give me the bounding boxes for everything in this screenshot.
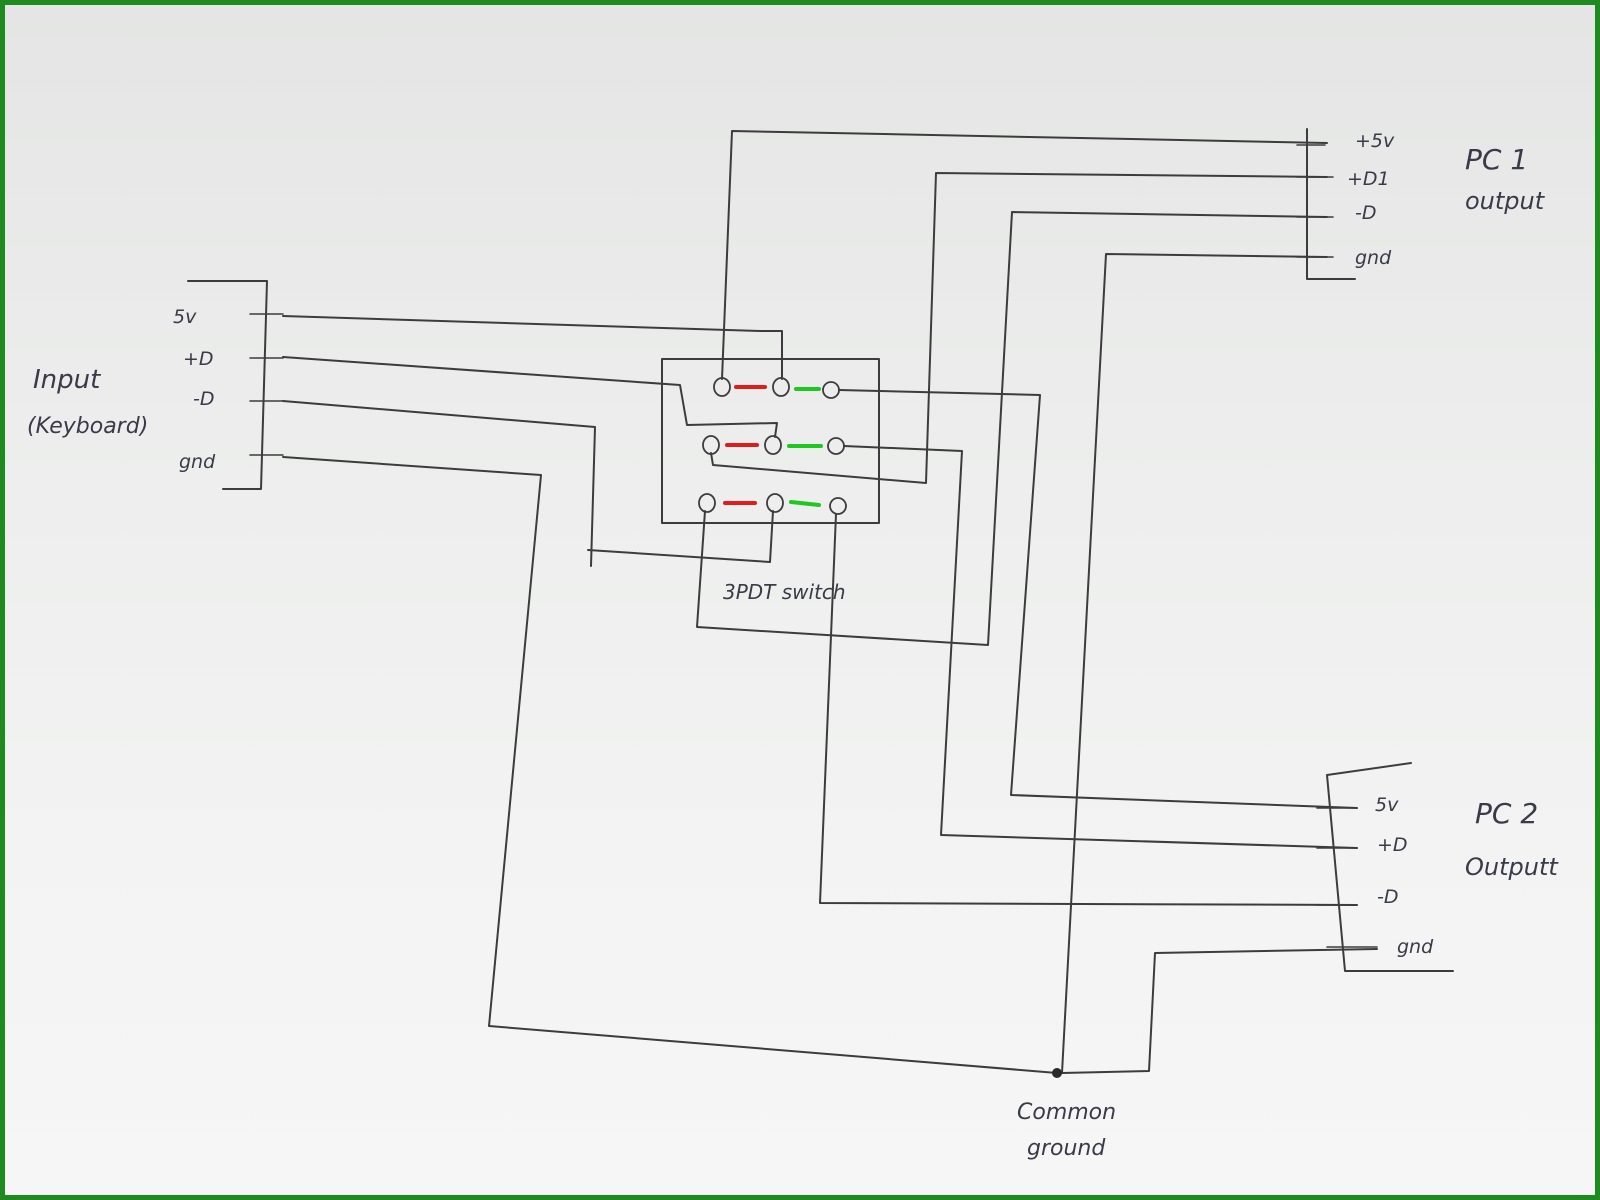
input-pin-minus-d: -D (193, 388, 215, 410)
terminal-r3-b (766, 493, 784, 513)
terminal-r1-a (713, 377, 731, 397)
input-connector (187, 280, 284, 490)
pc1-subtitle: output (1465, 187, 1546, 215)
pc2-subtitle: Outputt (1465, 853, 1559, 881)
switch-label: 3PDT switch (723, 580, 846, 604)
terminal-r2-b (764, 435, 782, 455)
row3-pc2-throw (789, 500, 821, 507)
input-pin-5v: 5v (173, 306, 197, 328)
wiring-diagram: Input (Keyboard) 5v +D -D gnd +5v +D1 -D… (27, 128, 1559, 1161)
pc2-pin-gnd: gnd (1397, 936, 1434, 958)
terminal-r3-a (698, 493, 716, 513)
pc2-pin-5v: 5v (1375, 794, 1399, 816)
input-title: Input (33, 365, 101, 395)
ground-label-line1: Common (1017, 1100, 1116, 1125)
pc2-title: PC 2 (1475, 797, 1538, 830)
switch-terminals (698, 377, 847, 515)
terminal-r2-a (702, 435, 720, 455)
pc2-pin-plus-d: +D (1377, 834, 1408, 856)
common-ground-node (1052, 1068, 1062, 1078)
input-subtitle: (Keyboard) (27, 414, 148, 439)
pc1-pin-plus-d1: +D1 (1347, 168, 1390, 190)
terminal-r3-c (829, 497, 847, 515)
pc2-pin-minus-d: -D (1377, 886, 1399, 908)
terminal-r2-c (827, 437, 845, 455)
wires (282, 130, 1378, 1074)
terminal-r1-b (772, 377, 790, 397)
ground-label-line2: ground (1027, 1136, 1106, 1161)
pc1-title: PC 1 (1465, 143, 1528, 176)
input-pin-gnd: gnd (179, 451, 216, 473)
pc1-pin-5v: +5v (1355, 130, 1395, 152)
pc1-pin-gnd: gnd (1355, 247, 1392, 269)
pc1-pin-minus-d: -D (1355, 202, 1377, 224)
terminal-r1-c (822, 381, 840, 399)
input-pin-plus-d: +D (183, 348, 214, 370)
switch-body (661, 358, 880, 524)
